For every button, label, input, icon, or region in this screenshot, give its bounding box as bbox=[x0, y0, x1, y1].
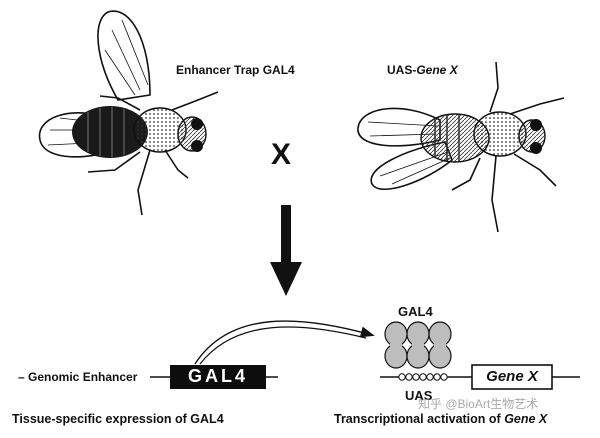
uas-label: UAS bbox=[405, 388, 433, 403]
uas-prefix: UAS- bbox=[387, 63, 417, 77]
down-arrow-icon bbox=[270, 205, 302, 296]
caption-right-gene: Gene X bbox=[504, 412, 548, 426]
cross-symbol: X bbox=[271, 138, 292, 171]
caption-right-prefix: Transcriptional activation of bbox=[334, 412, 505, 426]
uas-gene-x-label: UAS-Gene X bbox=[387, 64, 458, 76]
gene-x-box-label: Gene X bbox=[486, 368, 538, 385]
gal4-protein-icon bbox=[384, 321, 452, 369]
gal4-gene-label: GAL4 bbox=[187, 366, 248, 386]
expression-arrow-icon bbox=[194, 320, 375, 365]
gal4-gene-block bbox=[170, 365, 266, 389]
caption-left: Tissue-specific expression of GAL4 bbox=[12, 412, 224, 426]
fly-right-icon bbox=[357, 61, 565, 233]
expression-arrow-outline bbox=[199, 326, 367, 365]
caption-right: Transcriptional activation of Gene X bbox=[334, 413, 547, 426]
uas-gene-name: Gene X bbox=[416, 63, 458, 77]
gene-x-box bbox=[471, 364, 553, 390]
gal4-protein-label: GAL4 bbox=[398, 304, 433, 319]
enhancer-trap-label: Enhancer Trap GAL4 bbox=[176, 63, 295, 77]
uas-sites-icon bbox=[398, 373, 448, 381]
watermark: 知乎 @BioArt生物艺术 bbox=[418, 397, 539, 411]
fly-left-icon bbox=[38, 10, 219, 216]
genomic-enhancer-label: – Genomic Enhancer bbox=[18, 370, 138, 384]
